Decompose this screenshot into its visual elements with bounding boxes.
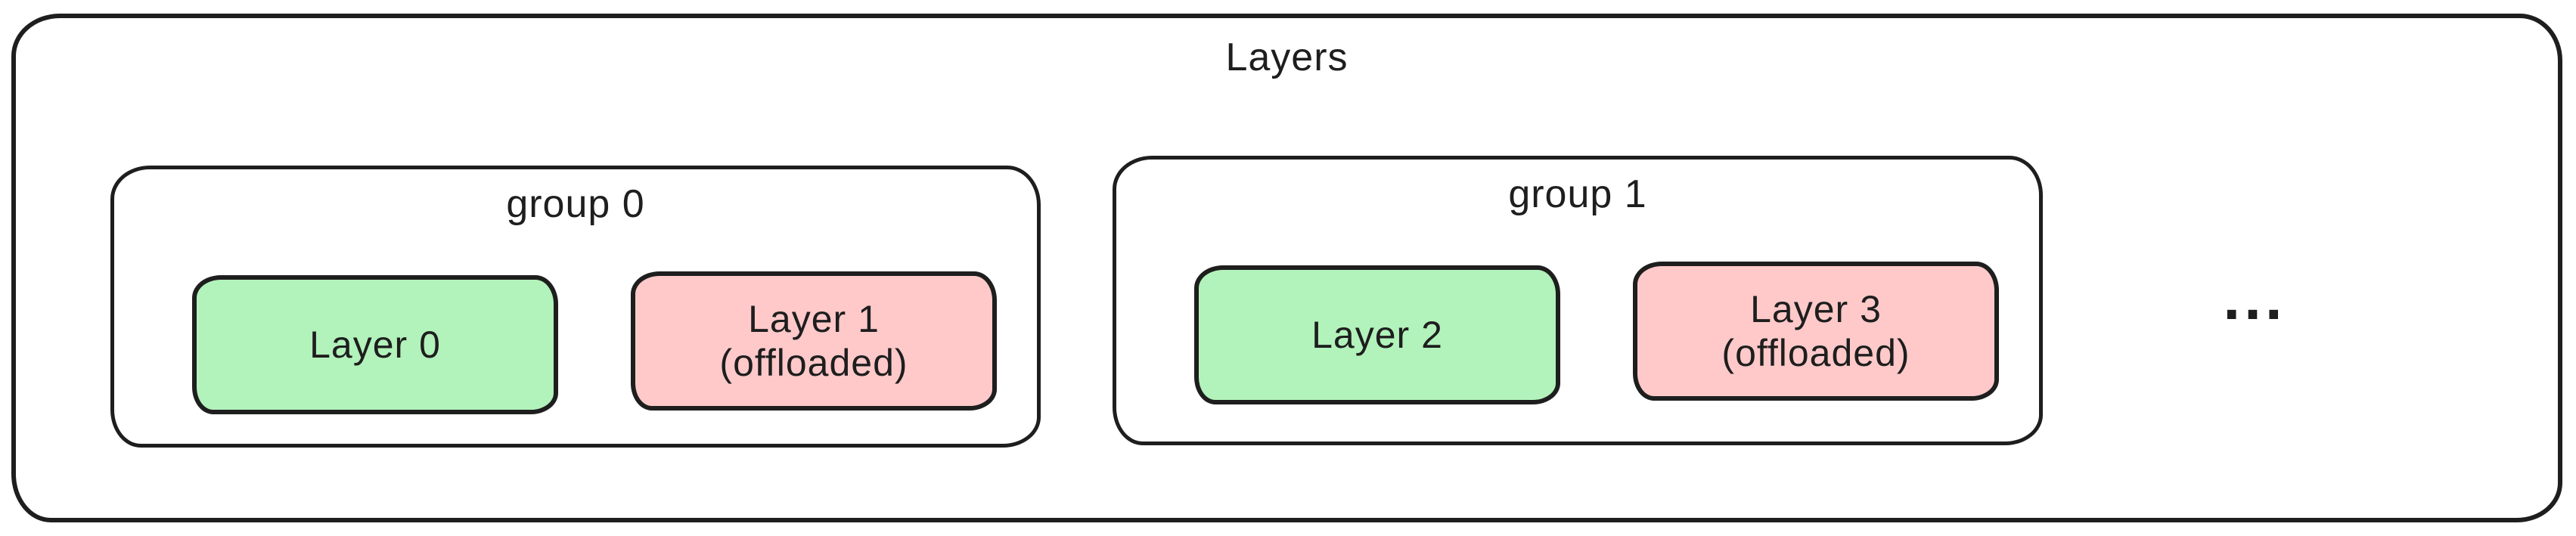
layer-3-sublabel: (offloaded) — [1721, 332, 1910, 374]
layers-container-box: Layers group 0 Layer 0 Layer 1 (offloade… — [11, 14, 2562, 522]
layer-2-box: Layer 2 — [1194, 265, 1560, 404]
layer-3-label: Layer 3 — [1750, 288, 1882, 330]
layer-1-box: Layer 1 (offloaded) — [631, 271, 997, 411]
layer-0-label: Layer 0 — [309, 324, 441, 366]
layer-1-sublabel: (offloaded) — [719, 342, 908, 384]
more-groups-ellipsis: ... — [2223, 264, 2286, 333]
group-0-label: group 0 — [506, 182, 645, 226]
group-box-0: group 0 Layer 0 Layer 1 (offloaded) — [110, 166, 1041, 448]
layer-3-box: Layer 3 (offloaded) — [1633, 262, 1999, 401]
group-1-label: group 1 — [1508, 172, 1647, 216]
layer-1-label: Layer 1 — [748, 298, 880, 340]
group-box-1: group 1 Layer 2 Layer 3 (offloaded) — [1113, 156, 2043, 445]
layer-0-box: Layer 0 — [192, 275, 558, 414]
layer-2-label: Layer 2 — [1311, 314, 1443, 356]
layers-title: Layers — [1225, 36, 1349, 79]
